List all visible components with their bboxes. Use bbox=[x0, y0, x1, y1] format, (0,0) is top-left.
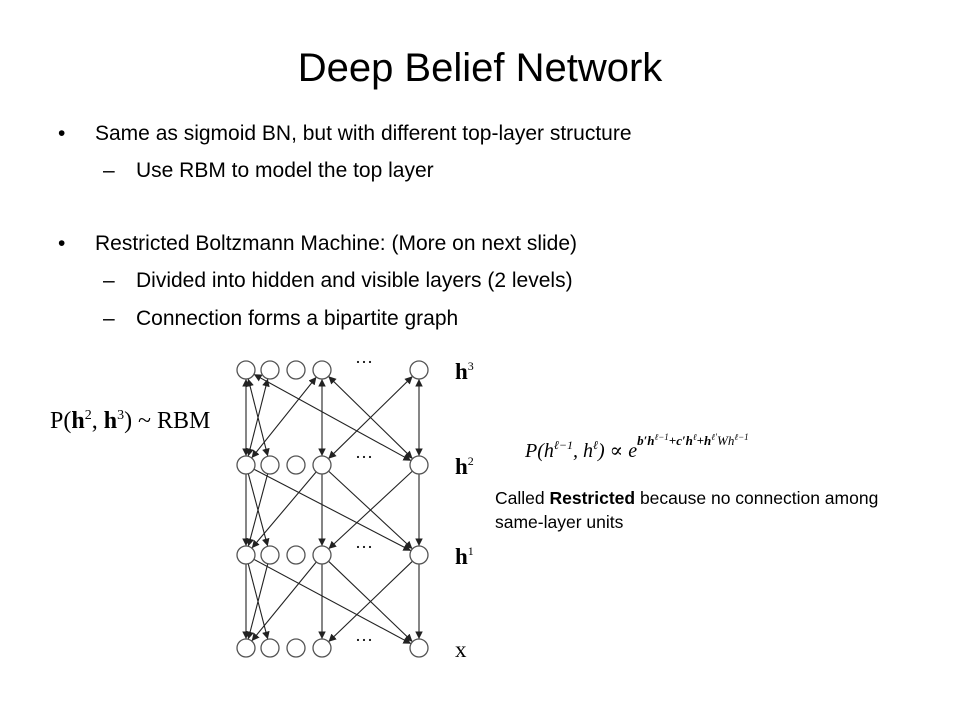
bullet-2: Restricted Boltzmann Machine: (More on n… bbox=[95, 232, 578, 255]
directed-edge bbox=[328, 560, 413, 643]
ellipsis: ··· bbox=[355, 537, 373, 557]
unit-node bbox=[260, 545, 280, 565]
unit-node bbox=[409, 360, 429, 380]
slide-title: Deep Belief Network bbox=[297, 46, 663, 90]
bullet-marker: • bbox=[58, 232, 66, 255]
note-prefix: Called bbox=[495, 488, 550, 508]
connection-edges bbox=[242, 373, 423, 645]
unit-node bbox=[260, 455, 280, 475]
unit-node bbox=[312, 360, 332, 380]
unit-node bbox=[286, 360, 306, 380]
unit-node bbox=[286, 545, 306, 565]
unit-node bbox=[312, 455, 332, 475]
note-suffix: because no connection among same-layer u… bbox=[495, 488, 879, 532]
unit-node bbox=[260, 638, 280, 658]
unit-node bbox=[260, 360, 280, 380]
dbn-equation: P(h2, h3) ~ RBM bbox=[50, 408, 210, 434]
sub-bullet-marker: – bbox=[103, 159, 115, 182]
unit-node bbox=[312, 545, 332, 565]
note-bold: Restricted bbox=[549, 488, 636, 508]
sub-bullet-1-1: Use RBM to model the top layer bbox=[136, 159, 434, 182]
directed-edge bbox=[246, 563, 269, 640]
sub-bullet-marker: – bbox=[103, 269, 115, 292]
layer-label: h1 bbox=[455, 544, 474, 569]
unit-node bbox=[236, 545, 256, 565]
ellipsis: ··· bbox=[355, 630, 373, 650]
ellipsis: ··· bbox=[355, 352, 373, 372]
bullet-marker: • bbox=[58, 122, 66, 145]
rbm-edge bbox=[251, 376, 317, 459]
directed-edge bbox=[246, 473, 269, 547]
unit-node bbox=[409, 455, 429, 475]
layer-ellipses: ··· ··· ··· ··· bbox=[355, 352, 373, 650]
rbm-edge bbox=[328, 375, 413, 460]
unit-node bbox=[286, 638, 306, 658]
unit-node bbox=[236, 360, 256, 380]
unit-node bbox=[409, 545, 429, 565]
bullet-list: • Same as sigmoid BN, but with different… bbox=[58, 122, 632, 330]
rbm-edge bbox=[253, 373, 412, 462]
sub-bullet-2-2: Connection forms a bipartite graph bbox=[136, 307, 459, 330]
layer-label: h2 bbox=[455, 454, 474, 479]
svg-text:P(hℓ−1, hℓ) ∝ eb′hℓ−1+c′hℓ+hℓ′: P(hℓ−1, hℓ) ∝ eb′hℓ−1+c′hℓ+hℓ′Whℓ−1 bbox=[524, 432, 749, 462]
directed-edge bbox=[253, 558, 412, 645]
ellipsis: ··· bbox=[355, 447, 373, 467]
unit-node bbox=[286, 455, 306, 475]
sub-bullet-2-1: Divided into hidden and visible layers (… bbox=[136, 269, 573, 292]
layer-label: x bbox=[455, 637, 467, 662]
directed-edge bbox=[328, 470, 413, 550]
restricted-note: Called Restricted because no connection … bbox=[495, 486, 915, 534]
bullet-1: Same as sigmoid BN, but with different t… bbox=[95, 122, 632, 145]
directed-edge bbox=[251, 561, 317, 642]
layer-label: h3 bbox=[455, 359, 474, 384]
directed-edge bbox=[253, 468, 412, 552]
unit-node bbox=[312, 638, 332, 658]
layer-labels: h3 h2 h1 x bbox=[455, 359, 474, 662]
rbm-formula: P(hℓ−1, hℓ) ∝ eb′hℓ−1+c′hℓ+hℓ′Whℓ−1 bbox=[524, 432, 749, 462]
sub-bullet-marker: – bbox=[103, 307, 115, 330]
unit-nodes bbox=[236, 360, 429, 658]
directed-edge bbox=[251, 471, 317, 549]
unit-node bbox=[409, 638, 429, 658]
unit-node bbox=[236, 455, 256, 475]
unit-node bbox=[236, 638, 256, 658]
